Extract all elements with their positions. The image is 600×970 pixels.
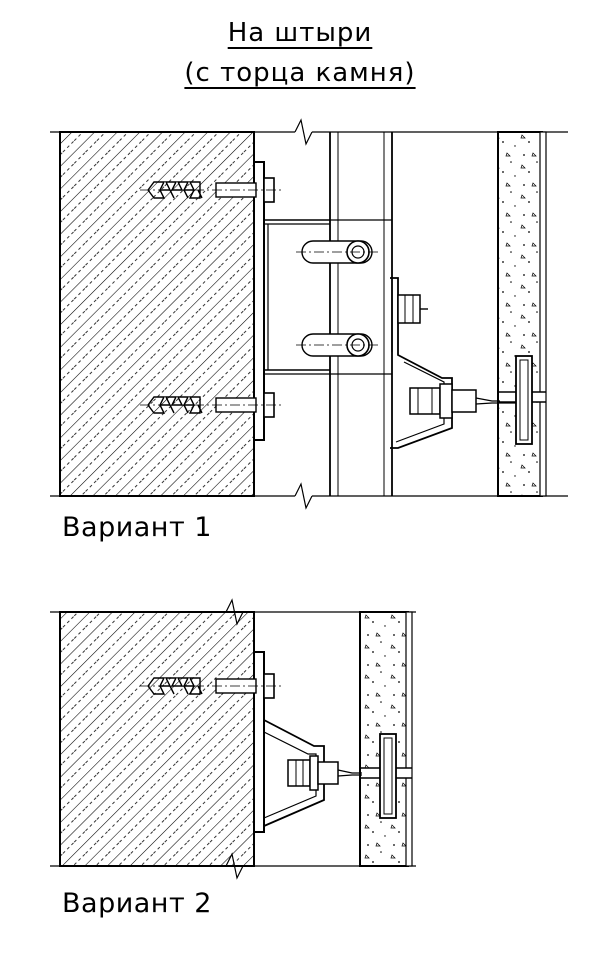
bracket-1 xyxy=(390,277,453,449)
anchor-2 xyxy=(140,673,284,699)
pin-bolt-2 xyxy=(287,755,384,791)
title-line-2: (с торца камня) xyxy=(0,58,600,88)
anchor-top-1 xyxy=(140,177,284,203)
title-text-1: На штыри xyxy=(227,18,373,48)
title-text-2: (с торца камня) xyxy=(184,58,416,88)
slot-bolt-bottom-1 xyxy=(296,333,378,357)
pin-bolt-1 xyxy=(409,383,516,419)
title-line-1: На штыри xyxy=(0,18,600,48)
wall-section-2 xyxy=(59,611,255,867)
slot-bolt-top-1 xyxy=(296,240,378,264)
variant-2-label: Вариант 2 xyxy=(62,888,212,919)
bracket-2 xyxy=(263,719,325,827)
variant-1-label: Вариант 1 xyxy=(62,512,212,543)
variant-2-drawing xyxy=(50,598,416,880)
anchor-bottom-1 xyxy=(140,392,284,418)
variant-1-drawing xyxy=(50,118,568,510)
